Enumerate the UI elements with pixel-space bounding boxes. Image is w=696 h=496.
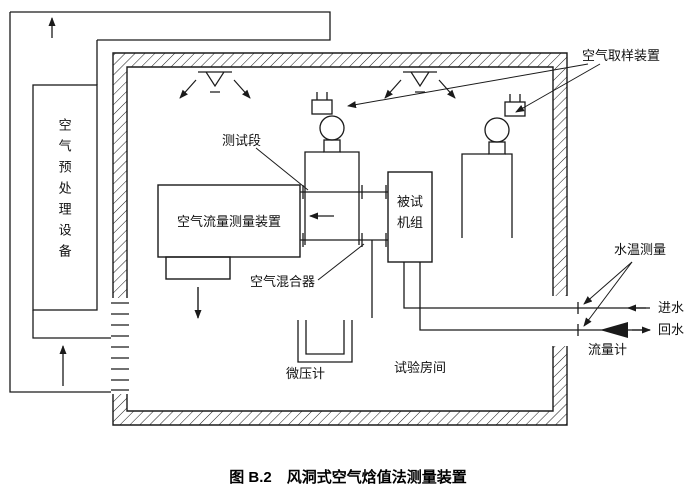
label-water-inlet: 进水 [658, 300, 685, 315]
figure-caption: 图 B.2 风洞式空气焓值法测量装置 [229, 469, 467, 486]
air-flow-device-box [157, 184, 301, 319]
label-unit-under-test: 被试机组 [396, 194, 423, 230]
label-air-flow-measuring-device: 空气流量测量装置 [176, 214, 281, 229]
air-outlet-symbol-left [179, 71, 251, 99]
label-flow-meter: 流量计 [588, 342, 628, 357]
wall-opening-pipes [549, 296, 569, 346]
flow-meter-symbol [600, 322, 628, 338]
leader-sampling-right [515, 63, 601, 113]
leader-water-temp-2 [583, 261, 633, 327]
leader-water-temp-1 [583, 261, 633, 305]
label-air-mixer: 空气混合器 [250, 274, 316, 289]
blower-icon-left [319, 115, 345, 141]
leader-lines [255, 63, 633, 327]
label-water-return: 回水 [658, 322, 685, 337]
air-pretreatment-box [32, 84, 98, 311]
label-test-section: 测试段 [222, 133, 262, 148]
water-pipes [403, 262, 651, 338]
wall-opening-grille [109, 298, 131, 394]
leader-sampling-left [347, 63, 589, 109]
air-sampler-left [304, 92, 360, 245]
air-sampler-right [461, 94, 526, 238]
blower-icon-right [484, 117, 510, 143]
return-grille-icon [111, 302, 129, 391]
room-wall [112, 52, 568, 426]
label-water-temperature-measurement: 水温测量 [614, 242, 667, 257]
air-outlet-symbol-right [384, 71, 456, 99]
label-air-sampling-device: 空气取样装置 [582, 48, 661, 63]
test-duct [300, 185, 388, 318]
micro-manometer-symbol [297, 320, 353, 363]
leader-test-section [255, 147, 309, 191]
label-test-room: 试验房间 [394, 360, 447, 375]
unit-under-test-box [387, 171, 433, 263]
label-micro-manometer: 微压计 [286, 366, 326, 381]
air-duct-left [9, 11, 331, 393]
leader-air-mixer [317, 243, 365, 281]
label-air-pretreatment-equipment: 空气预处理设备 [56, 118, 72, 265]
